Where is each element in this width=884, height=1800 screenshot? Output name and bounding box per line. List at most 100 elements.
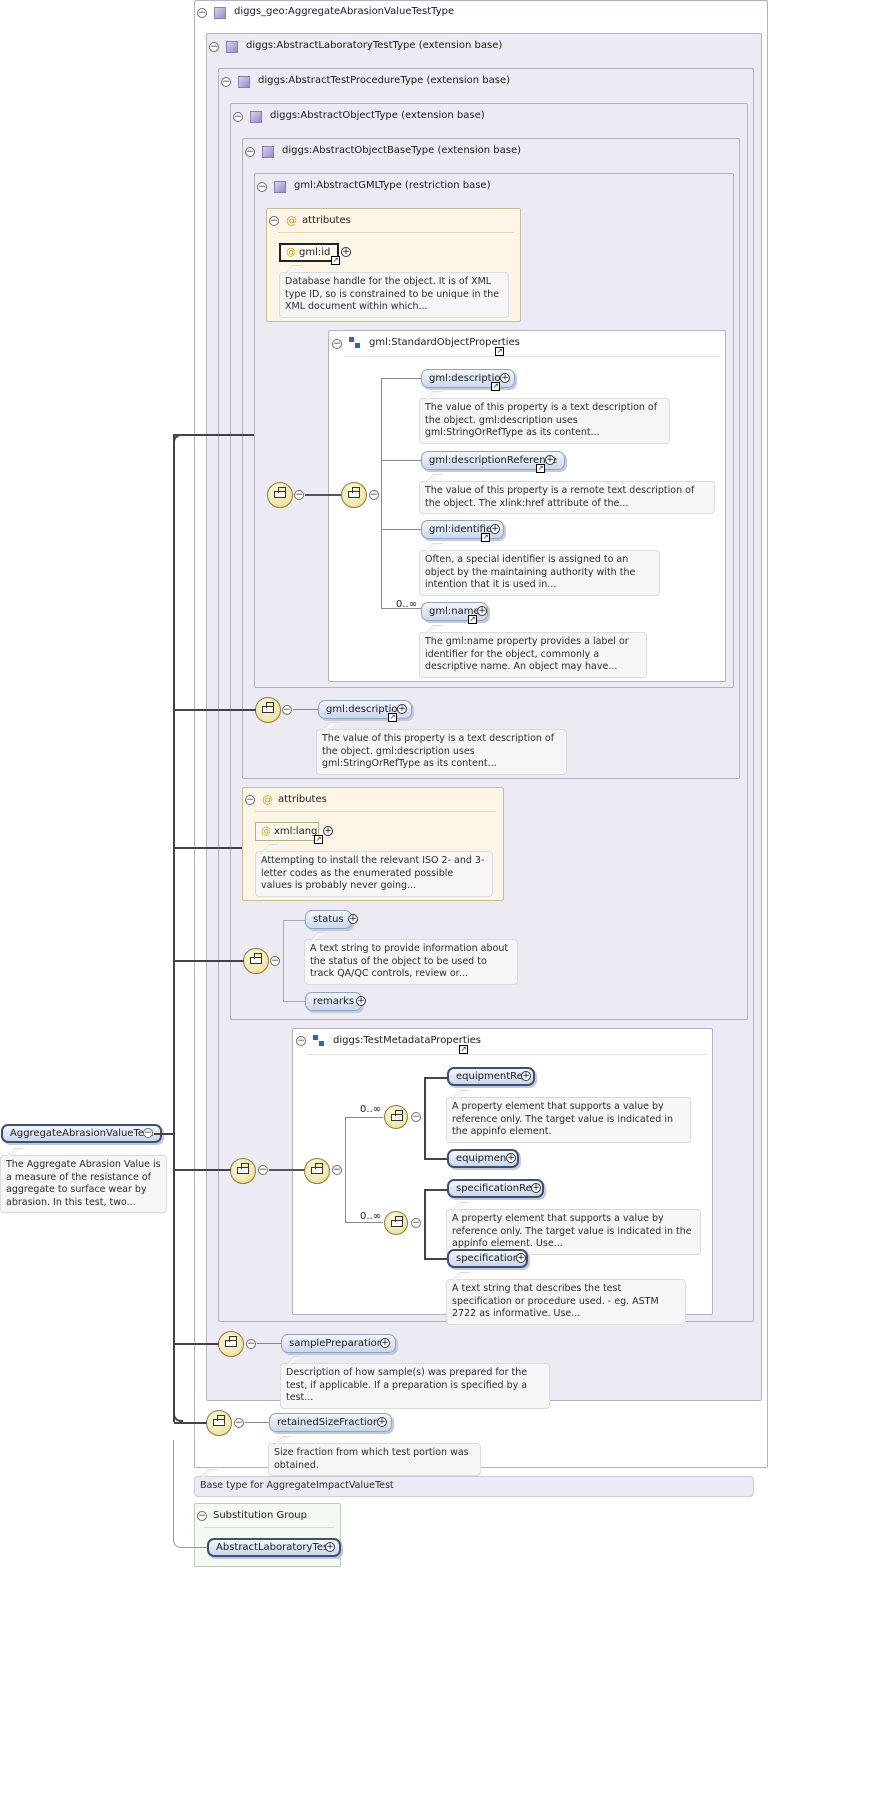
specification-annotation: A text string that describes the test sp…: [446, 1279, 686, 1325]
sequence-compositor-icon[interactable]: [230, 1158, 256, 1184]
collapse-sequence-button[interactable]: −: [332, 1165, 342, 1175]
lab-test-type-title: diggs:AbstractLaboratoryTestType (extens…: [246, 40, 503, 51]
complex-type-icon: [274, 181, 286, 193]
reference-link-icon[interactable]: ↗: [331, 256, 340, 265]
status-annotation: A text string to provide information abo…: [304, 939, 518, 985]
expand-remarks-button[interactable]: +: [356, 996, 366, 1006]
substitution-connector: [173, 1440, 174, 1540]
collapse-sequence-button[interactable]: −: [369, 490, 379, 500]
connector-line: [381, 460, 421, 461]
xml-lang-attribute[interactable]: @xml:lang: [255, 822, 319, 841]
collapse-sequence-button[interactable]: −: [270, 956, 280, 966]
collapse-object-type-button[interactable]: −: [233, 112, 243, 122]
connector-line: [174, 709, 256, 711]
choice-compositor-icon[interactable]: [384, 1105, 408, 1129]
retained-size-fractions-element[interactable]: retainedSizeFractions: [269, 1413, 393, 1432]
collapse-substitution-group-button[interactable]: −: [197, 1511, 207, 1521]
gml-id-label: gml:id: [299, 247, 331, 258]
reference-link-icon[interactable]: ↗: [495, 347, 504, 356]
expand-specification-button[interactable]: +: [516, 1253, 526, 1263]
connector-line: [174, 847, 242, 849]
separator: [204, 1527, 334, 1528]
collapse-test-metadata-button[interactable]: −: [296, 1036, 306, 1046]
expand-equipment-ref-button[interactable]: +: [521, 1071, 531, 1081]
expand-sample-preparations-button[interactable]: +: [380, 1338, 390, 1348]
expand-specification-ref-button[interactable]: +: [531, 1183, 541, 1193]
collapse-choice-button[interactable]: −: [411, 1112, 421, 1122]
collapse-gml-type-button[interactable]: −: [257, 182, 267, 192]
specification-ref-annotation: A property element that supports a value…: [446, 1209, 701, 1255]
sample-preparations-element[interactable]: samplePreparations: [281, 1334, 397, 1353]
collapse-gml-attributes-button[interactable]: −: [269, 216, 279, 226]
expand-xml-lang-button[interactable]: +: [323, 826, 333, 836]
expand-name-button[interactable]: +: [477, 606, 487, 616]
abstract-laboratory-test-element[interactable]: AbstractLaboratoryTest: [207, 1538, 342, 1557]
reference-link-icon[interactable]: ↗: [314, 835, 323, 844]
collapse-object-base-button[interactable]: −: [245, 147, 255, 157]
reference-link-icon[interactable]: ↗: [481, 533, 490, 542]
occurrence-label: 0..∞: [360, 1211, 382, 1222]
reference-link-icon[interactable]: ↗: [459, 1045, 468, 1054]
root-annotation: The Aggregate Abrasion Value is a measur…: [0, 1155, 167, 1213]
status-element[interactable]: status: [305, 910, 352, 929]
expand-description-button[interactable]: +: [397, 704, 407, 714]
collapse-sequence-button[interactable]: −: [246, 1339, 256, 1349]
collapse-standard-properties-button[interactable]: −: [332, 339, 342, 349]
complex-type-icon: [262, 146, 274, 158]
reference-link-icon[interactable]: ↗: [468, 615, 477, 624]
collapse-sequence-button[interactable]: −: [294, 490, 304, 500]
collapse-sequence-button[interactable]: −: [234, 1418, 244, 1428]
reference-link-icon[interactable]: ↗: [388, 713, 397, 722]
attributes-icon: @: [262, 793, 273, 806]
equipment-ref-element[interactable]: equipmentRef: [447, 1067, 536, 1086]
expand-description-reference-button[interactable]: +: [545, 455, 555, 465]
gml-description-reference-element[interactable]: gml:descriptionReference: [421, 451, 566, 470]
specification-ref-element[interactable]: specificationRef: [447, 1179, 545, 1198]
connector-line: [283, 1001, 305, 1002]
separator: [344, 356, 720, 357]
expand-identifier-button[interactable]: +: [490, 524, 500, 534]
collapse-lab-test-button[interactable]: −: [209, 42, 219, 52]
equipment-element[interactable]: equipment: [447, 1149, 520, 1168]
collapse-sequence-button[interactable]: −: [282, 705, 292, 715]
expand-description-button[interactable]: +: [500, 373, 510, 383]
reference-link-icon[interactable]: ↗: [536, 464, 545, 473]
collapse-sequence-button[interactable]: −: [258, 1165, 268, 1175]
reference-link-icon[interactable]: ↗: [491, 382, 500, 391]
connector-line: [174, 1422, 207, 1424]
collapse-aggregate-type-button[interactable]: −: [197, 8, 207, 18]
sequence-compositor-icon[interactable]: [218, 1331, 244, 1357]
connector-line: [257, 1343, 281, 1344]
attribute-icon: @: [261, 826, 271, 837]
expand-abstract-laboratory-test-button[interactable]: +: [325, 1542, 335, 1552]
separator: [306, 1054, 706, 1055]
expand-retained-size-fractions-button[interactable]: +: [377, 1417, 387, 1427]
sequence-compositor-icon[interactable]: [243, 948, 269, 974]
sequence-compositor-icon[interactable]: [206, 1410, 232, 1436]
trunk-curve: [173, 1413, 183, 1422]
connector-line: [381, 608, 421, 609]
collapse-root-button[interactable]: −: [143, 1128, 153, 1138]
gml-id-attribute[interactable]: @gml:id: [279, 243, 339, 262]
collapse-test-procedure-button[interactable]: −: [221, 77, 231, 87]
gml-identifier-annotation: Often, a special identifier is assigned …: [419, 550, 660, 596]
sequence-compositor-icon[interactable]: [267, 482, 293, 508]
choice-compositor-icon[interactable]: [384, 1211, 408, 1235]
sequence-compositor-icon[interactable]: [341, 482, 367, 508]
remarks-element[interactable]: remarks: [305, 992, 363, 1011]
expand-status-button[interactable]: +: [348, 914, 358, 924]
expand-equipment-button[interactable]: +: [506, 1153, 516, 1163]
expand-gml-id-button[interactable]: +: [341, 247, 351, 257]
specification-element[interactable]: specification: [447, 1249, 529, 1268]
connector-line: [174, 1343, 219, 1345]
aggregate-abrasion-value-test-element[interactable]: AggregateAbrasionValueTest: [1, 1124, 163, 1143]
sequence-compositor-icon[interactable]: [304, 1158, 330, 1184]
connector-line: [381, 378, 382, 608]
complex-type-icon: [226, 41, 238, 53]
connector-line: [154, 1133, 174, 1135]
sequence-compositor-icon[interactable]: [255, 697, 281, 723]
separator: [278, 232, 514, 233]
collapse-xml-attributes-button[interactable]: −: [245, 795, 255, 805]
collapse-choice-button[interactable]: −: [411, 1218, 421, 1228]
occurrence-label: 0..∞: [396, 599, 418, 610]
